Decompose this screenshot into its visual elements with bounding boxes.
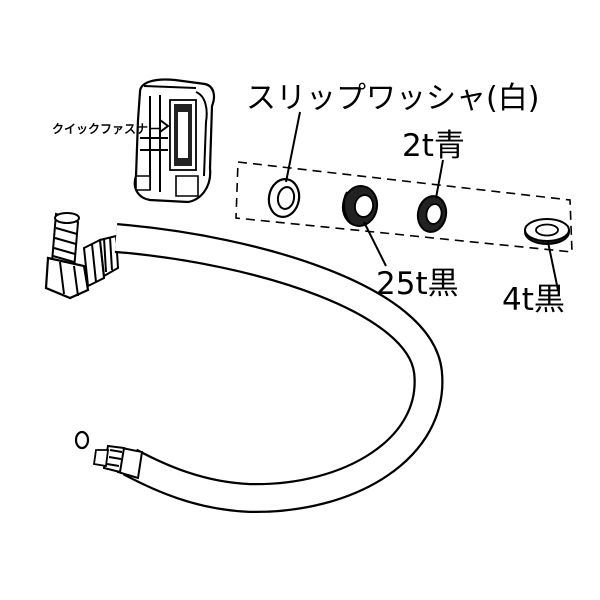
- washer-25t-black: [341, 185, 379, 227]
- washer-group-box: [235, 161, 573, 253]
- washer-4t-black-label: 4t黒: [502, 282, 565, 318]
- supply-hose: [114, 223, 444, 514]
- leader-2t-blue: [435, 159, 444, 199]
- quick-fastener-label: クイックファスナー: [52, 122, 160, 136]
- quick-fastener-clip: [133, 78, 216, 204]
- washer-4t-black: [524, 218, 570, 245]
- leader-slip-washer: [285, 111, 301, 183]
- washer-2t-blue: [416, 195, 448, 233]
- small-o-ring: [74, 430, 90, 450]
- slip-washer: [267, 178, 301, 218]
- slip-washer-label: スリップワッシャ(白): [246, 81, 539, 116]
- washer-25t-black-label: 25t黒: [376, 266, 459, 302]
- leader-25t-black: [363, 221, 387, 267]
- leader-4t-black: [547, 241, 559, 291]
- washer-2t-blue-label: 2t青: [402, 128, 465, 164]
- hose-end-fitting: [92, 444, 144, 480]
- elbow-fitting: [44, 212, 120, 300]
